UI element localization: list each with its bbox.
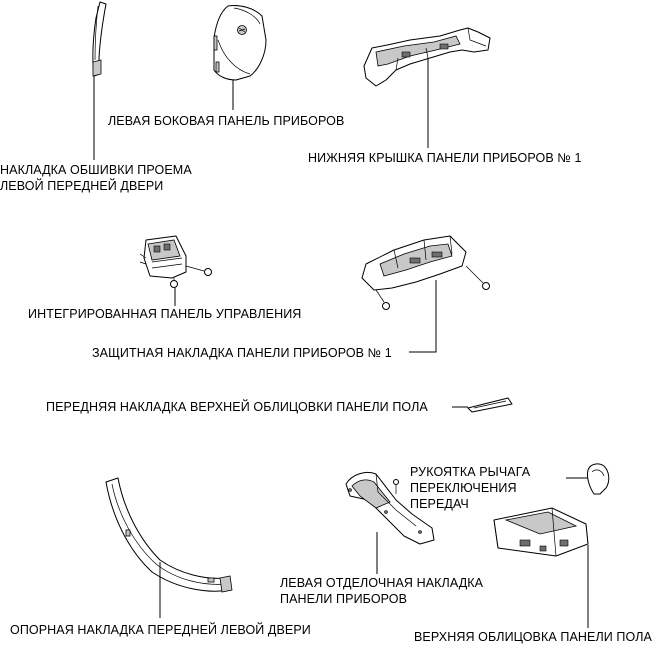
label-front-floor-trim: ПЕРЕДНЯЯ НАКЛАДКА ВЕРХНЕЙ ОБЛИЦОВКИ ПАНЕ… — [46, 400, 428, 414]
protective-trim-part — [361, 235, 467, 291]
label-side-panel: ЛЕВАЯ БОКОВАЯ ПАНЕЛЬ ПРИБОРОВ — [108, 114, 345, 128]
label-lower-cover: НИЖНЯЯ КРЫШКА ПАНЕЛИ ПРИБОРОВ № 1 — [308, 151, 582, 165]
label-shift-knob: РУКОЯТКА РЫЧАГА ПЕРЕКЛЮЧЕНИЯ ПЕРЕДАЧ — [410, 464, 530, 512]
lower-cover-part — [363, 27, 491, 87]
label-left-finish-trim: ЛЕВАЯ ОТДЕЛОЧНАЯ НАКЛАДКА ПАНЕЛИ ПРИБОРО… — [280, 575, 483, 607]
label-left-finish-trim-line2: ПАНЕЛИ ПРИБОРОВ — [280, 592, 408, 606]
leader-protective-trim — [409, 280, 437, 353]
label-protective-trim: ЗАЩИТНАЯ НАКЛАДКА ПАНЕЛИ ПРИБОРОВ № 1 — [92, 346, 392, 360]
label-door-trim: НАКЛАДКА ОБШИВКИ ПРОЕМА ЛЕВОЙ ПЕРЕДНЕЙ Д… — [0, 162, 192, 194]
screw-icon — [170, 265, 212, 288]
label-door-scuff: ОПОРНАЯ НАКЛАДКА ПЕРЕДНЕЙ ЛЕВОЙ ДВЕРИ — [10, 623, 311, 637]
label-shift-knob-line2: ПЕРЕКЛЮЧЕНИЯ — [410, 481, 517, 495]
front-floor-trim-part — [467, 397, 513, 413]
label-door-trim-line1: НАКЛАДКА ОБШИВКИ ПРОЕМА — [0, 163, 192, 177]
label-integrated-panel: ИНТЕГРИРОВАННАЯ ПАНЕЛЬ УПРАВЛЕНИЯ — [28, 307, 302, 321]
label-left-finish-trim-line1: ЛЕВАЯ ОТДЕЛОЧНАЯ НАКЛАДКА — [280, 576, 484, 590]
left-finish-trim-part — [345, 471, 435, 545]
upper-console-part — [493, 507, 589, 557]
label-door-trim-line2: ЛЕВОЙ ПЕРЕДНЕЙ ДВЕРИ — [0, 179, 164, 193]
integrated-panel-part — [139, 235, 187, 279]
label-shift-knob-line3: ПЕРЕДАЧ — [410, 497, 469, 511]
shift-knob-part — [587, 463, 610, 495]
label-upper-console: ВЕРХНЯЯ ОБЛИЦОВКА ПАНЕЛИ ПОЛА — [414, 630, 652, 644]
clip-icon-small — [393, 479, 399, 494]
clip-icon — [375, 265, 490, 310]
door-scuff-part — [105, 477, 233, 593]
door-opening-trim-part — [92, 1, 107, 77]
label-shift-knob-line1: РУКОЯТКА РЫЧАГА — [410, 465, 531, 479]
side-panel-part — [213, 5, 267, 81]
